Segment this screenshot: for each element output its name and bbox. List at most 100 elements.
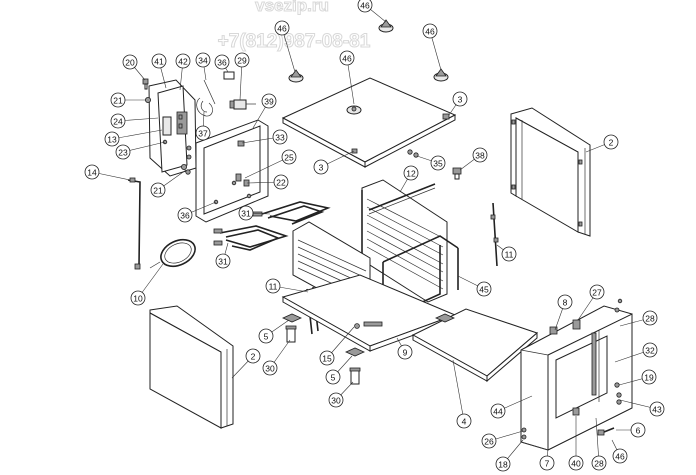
callout-bubble <box>319 350 335 366</box>
right-side-panel <box>510 107 591 237</box>
callout-bubble <box>591 455 607 471</box>
callout-label: 38 <box>475 151 485 161</box>
callout-bubble <box>281 149 297 165</box>
callout-bubble <box>261 93 277 109</box>
callout-bubble <box>456 413 472 429</box>
callout-bubble <box>214 54 230 70</box>
control-panel <box>148 79 197 177</box>
callout-label: 22 <box>276 178 286 188</box>
callout-bubble <box>328 392 344 408</box>
callout-label: 26 <box>484 437 494 447</box>
screws-35 <box>407 149 419 158</box>
callout-label: 4 <box>462 417 467 427</box>
callout-bubble <box>262 360 278 376</box>
callout-label: 10 <box>133 294 143 304</box>
rear-plate <box>195 119 269 223</box>
callout-bubble <box>234 52 250 68</box>
gasket-ring-10 <box>149 238 196 269</box>
callout-label: 30 <box>331 396 341 406</box>
callout-bubble <box>195 52 211 68</box>
callout-label: 41 <box>154 57 164 67</box>
callout-label: 34 <box>198 56 208 66</box>
small-screw-20 <box>142 78 149 90</box>
callout-label: 9 <box>403 348 408 358</box>
callout-label: 24 <box>113 117 123 127</box>
watermark-site: vsezip.ru <box>255 0 329 15</box>
callout-label: 44 <box>493 407 503 417</box>
callout-bubble <box>339 50 355 66</box>
callout-label: 25 <box>284 153 294 163</box>
callout-bubble <box>122 54 138 70</box>
callout-label: 20 <box>125 58 135 68</box>
bracket-15 <box>354 323 360 329</box>
callout-bubble <box>245 348 261 364</box>
left-side-panel <box>149 305 234 429</box>
callout-bubble <box>274 20 290 36</box>
leader-line <box>452 359 465 422</box>
callout-bubble <box>110 113 126 129</box>
callout-label: 46 <box>615 452 625 462</box>
callout-bubble <box>130 290 146 306</box>
cover-foot-top <box>378 19 394 33</box>
side-rail-11-right <box>490 202 499 267</box>
callout-label: 19 <box>644 373 654 383</box>
callout-label: 23 <box>118 148 128 158</box>
callout-label: 28 <box>645 314 655 324</box>
callout-bubble <box>649 401 665 417</box>
callout-bubble <box>258 328 274 344</box>
callout-label: 36 <box>180 211 190 221</box>
callout-bubble <box>273 174 289 190</box>
rail-12 <box>368 183 436 215</box>
callout-bubble <box>110 92 126 108</box>
callout-bubble <box>589 284 605 300</box>
callout-bubble <box>501 246 517 262</box>
callout-bubble <box>430 155 446 171</box>
callout-bubble <box>476 281 492 297</box>
callout-label: 46 <box>277 24 287 34</box>
small-screw-21b <box>180 163 191 175</box>
cable-37 <box>196 97 213 117</box>
callout-bubble <box>104 131 120 147</box>
bottom-plate-9 <box>281 274 457 352</box>
callout-label: 28 <box>594 459 604 469</box>
leg-30-right <box>349 367 361 385</box>
callout-bubble <box>568 455 584 471</box>
callout-label: 31 <box>241 209 251 219</box>
callout-label: 21 <box>153 186 163 196</box>
callout-label: 8 <box>563 298 568 308</box>
heating-element-upper <box>252 201 331 225</box>
callout-label: 11 <box>269 282 278 292</box>
small-screw-21 <box>144 97 151 104</box>
top-cover <box>281 77 457 168</box>
callout-label: 12 <box>406 169 416 179</box>
callout-label: 46 <box>425 27 435 37</box>
cover-foot-right <box>433 68 449 82</box>
callout-label: 6 <box>636 426 641 436</box>
leader-line <box>281 27 296 73</box>
callout-label: 29 <box>237 56 247 66</box>
callout-label: 11 <box>505 250 514 260</box>
callout-bubble <box>265 278 281 294</box>
callout-label: 42 <box>178 57 188 67</box>
callout-label: 40 <box>571 459 581 469</box>
callout-label: 37 <box>198 129 208 139</box>
callout-label: 2 <box>251 352 256 362</box>
callout-bubble <box>84 164 100 180</box>
callout-bubble <box>641 369 657 385</box>
callout-bubble <box>557 294 573 310</box>
callout-label: 3 <box>319 163 324 173</box>
callout-bubble <box>150 182 166 198</box>
callout-bubble <box>490 403 506 419</box>
door-handle-6 <box>597 427 615 436</box>
callout-bubble <box>472 147 488 163</box>
callout-bubble <box>215 253 231 269</box>
knob-38 <box>452 167 462 180</box>
callout-label: 27 <box>592 288 602 298</box>
callout-bubble <box>175 53 191 69</box>
wire-14 <box>127 177 141 270</box>
callout-label: 21 <box>113 96 123 106</box>
callout-bubble <box>313 159 329 175</box>
leader-line <box>595 417 600 464</box>
